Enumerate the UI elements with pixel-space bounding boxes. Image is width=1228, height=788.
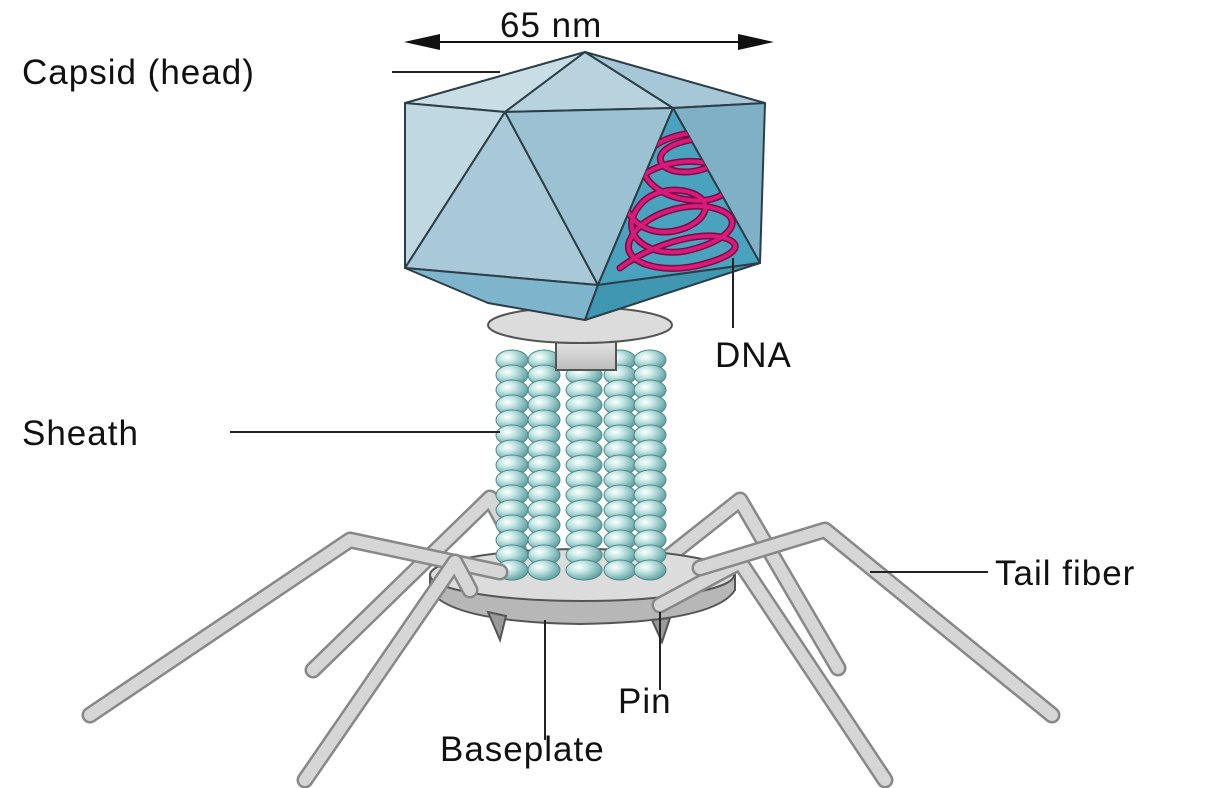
- capsid-head: [405, 52, 765, 320]
- dna-label: DNA: [715, 338, 792, 373]
- sheath-label: Sheath: [22, 416, 139, 451]
- scale-label: 65 nm: [500, 8, 602, 43]
- sheath: [496, 350, 666, 580]
- capsid-label: Capsid (head): [22, 55, 255, 90]
- tail-fiber-label: Tail fiber: [995, 556, 1135, 591]
- sheath-bead: [634, 560, 666, 580]
- sheath-bead: [528, 560, 560, 580]
- baseplate-label: Baseplate: [440, 732, 605, 767]
- sheath-bead: [604, 560, 636, 580]
- sheath-bead: [566, 560, 602, 580]
- pin-label: Pin: [618, 684, 672, 719]
